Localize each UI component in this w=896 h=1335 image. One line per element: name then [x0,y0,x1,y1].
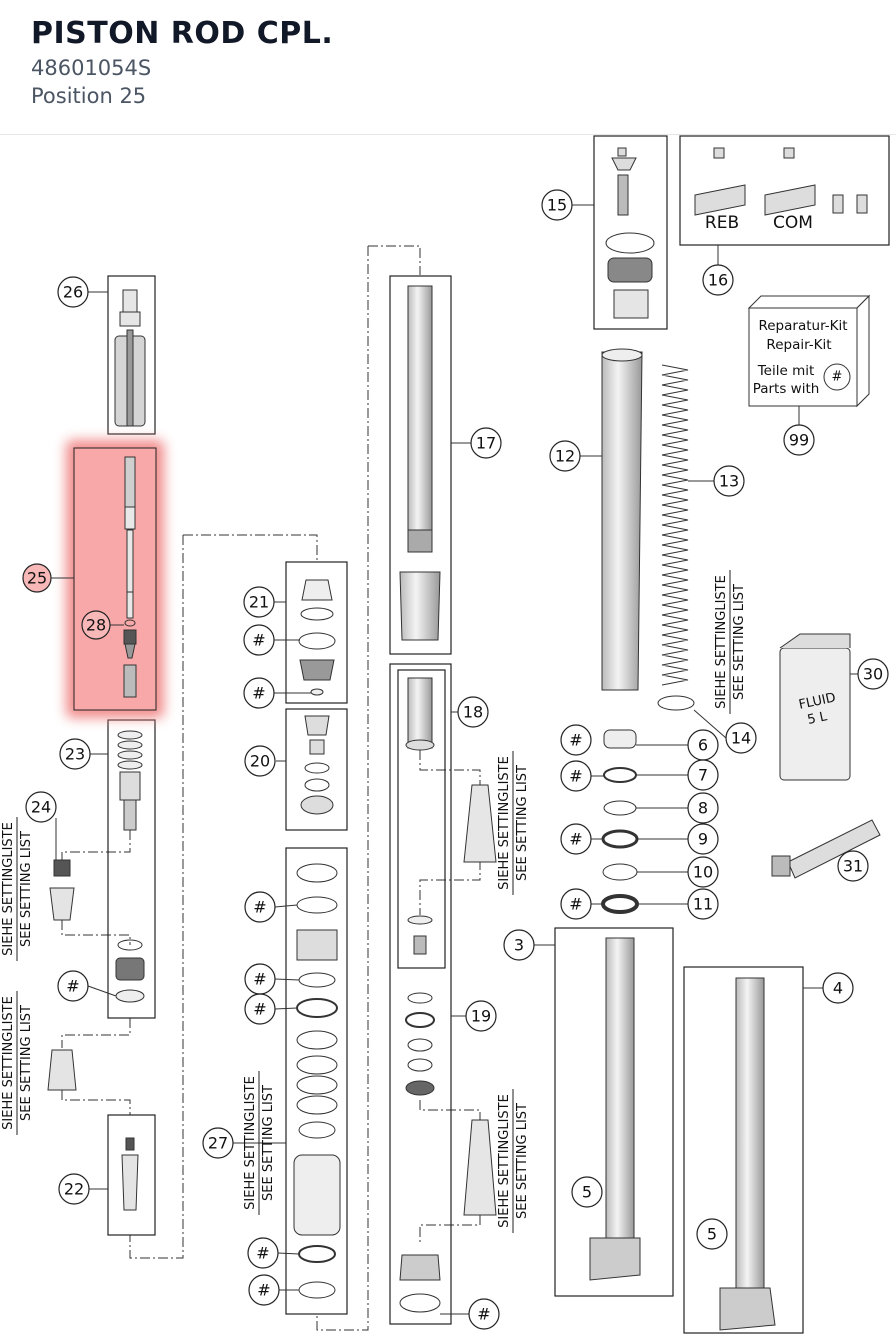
kit-line-2: Repair-Kit [766,337,831,353]
exploded-parts-diagram: 26 25 28 23 24 # 22 21 # # 20 # # # 27 #… [1,135,890,1334]
callout-24: 24 [31,798,51,817]
callout-hash: # [477,1305,490,1324]
callout-hash: # [252,631,265,650]
callout-30: 30 [863,665,883,684]
callout-23: 23 [65,745,85,764]
callout-20: 20 [250,752,270,771]
callout-hash: # [66,977,79,996]
callout-31: 31 [843,857,863,876]
callout-hash: # [257,1281,270,1300]
callout-99: 99 [789,431,809,450]
callout-15: 15 [547,196,567,215]
setting-de: SIEHE SETTINGLISTE [1,822,16,956]
kit-line-4: Parts with [753,381,820,397]
highlight-position-25 [66,440,164,718]
callout-21: 21 [249,593,269,612]
callout-3: 3 [514,936,524,955]
com-label: COM [773,213,813,233]
setting-en: SEE SETTING LIST [19,1005,34,1121]
setting-list-labels: SIEHE SETTINGLISTE SEE SETTING LIST SIEH… [1,570,747,1233]
setting-en: SEE SETTING LIST [515,765,530,881]
callout-26: 26 [63,283,83,302]
callout-9: 9 [698,830,708,849]
callout-hash: # [253,970,266,989]
setting-en: SEE SETTING LIST [19,831,34,947]
callout-hash: # [569,830,582,849]
setting-de: SIEHE SETTINGLISTE [243,1076,258,1210]
callout-labels [22,189,889,1330]
setting-de: SIEHE SETTINGLISTE [497,756,512,890]
callout-13: 13 [719,472,739,491]
callout-hash: # [569,731,582,750]
callout-hash: # [252,684,265,703]
callout-11: 11 [693,895,713,914]
callout-25: 25 [27,569,47,588]
position-label: Position 25 [31,84,147,108]
kit-line-3: Teile mit [757,363,815,379]
callout-17: 17 [476,434,496,453]
kit-line-1: Reparatur-Kit [758,318,847,334]
page-header: PISTON ROD CPL. 48601054S Position 25 [0,0,896,135]
callout-hash: # [253,1000,266,1019]
callout-27: 27 [208,1134,228,1153]
callout-12: 12 [555,447,575,466]
callout-8: 8 [698,799,708,818]
callout-10: 10 [693,863,713,882]
callout-7: 7 [698,766,708,785]
callout-4: 4 [833,979,843,998]
callout-5: 5 [582,1183,592,1202]
callout-16: 16 [708,271,728,290]
callout-28: 28 [86,616,106,635]
callout-hash: # [256,1244,269,1263]
setting-de: SIEHE SETTINGLISTE [497,1094,512,1228]
fluid-label-2: 5 L [806,709,829,728]
callout-6: 6 [698,736,708,755]
callout-19: 19 [471,1007,491,1026]
setting-de: SIEHE SETTINGLISTE [1,996,16,1130]
reb-label: REB [705,213,739,233]
callout-hash: # [253,898,266,917]
setting-de: SIEHE SETTINGLISTE [714,575,729,709]
callout-14: 14 [731,729,751,748]
callout-hash: # [569,767,582,786]
setting-en: SEE SETTING LIST [261,1085,276,1201]
part-number: 48601054S [31,56,152,80]
callout-hash: # [569,895,582,914]
page-title: PISTON ROD CPL. [31,16,334,51]
callout-22: 22 [64,1180,84,1199]
kit-hash-symbol: # [832,370,843,385]
callout-18: 18 [463,703,483,722]
setting-en: SEE SETTING LIST [732,584,747,700]
setting-en: SEE SETTING LIST [515,1103,530,1219]
callout-5: 5 [707,1225,717,1244]
